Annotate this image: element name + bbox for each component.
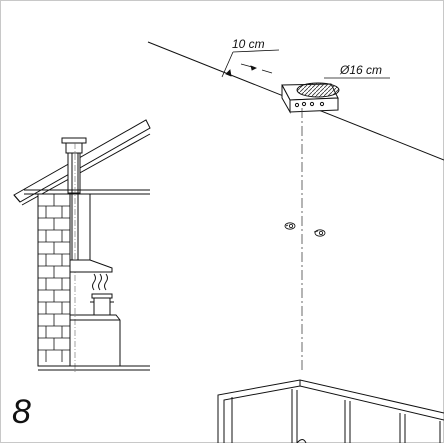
- kitchen-interior: [38, 194, 150, 371]
- chimney-cap: [61, 137, 87, 144]
- house-cross-section: [13, 119, 151, 372]
- step-number: 8: [12, 393, 31, 431]
- clearance-label: 10 cm: [232, 37, 265, 51]
- kitchen-cabinet: [217, 379, 444, 443]
- diameter-label: Ø16 cm: [340, 63, 383, 77]
- brick-pattern: [38, 194, 70, 362]
- round-grill: [296, 82, 340, 98]
- clearance-dimension: [221, 49, 280, 78]
- mini-counter: [70, 314, 121, 366]
- hood-mounting-bracket: [281, 82, 340, 114]
- wall-screw-left: [284, 222, 296, 230]
- mini-chimney-hood: [69, 259, 113, 273]
- cooking-pot: [93, 296, 111, 316]
- wall-screw-right: [313, 229, 326, 237]
